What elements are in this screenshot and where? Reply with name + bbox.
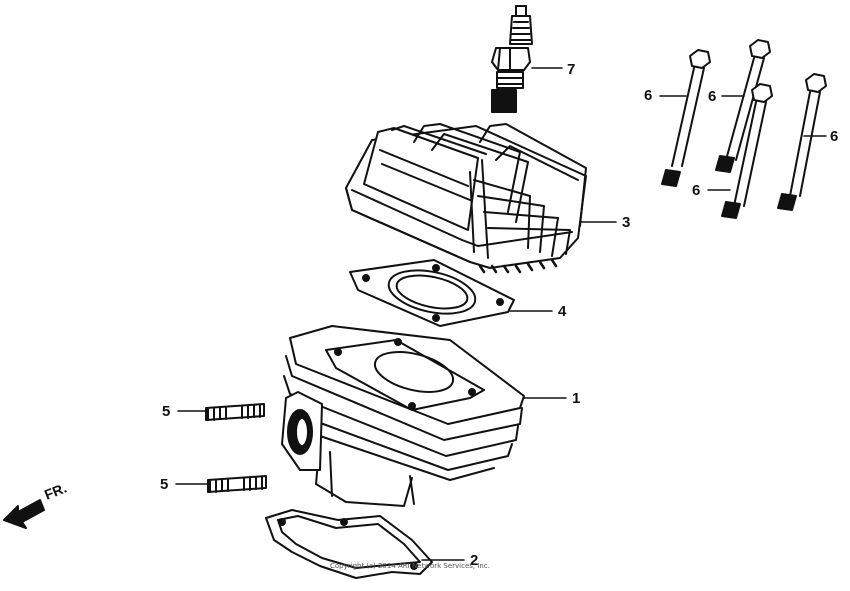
front-direction-arrow-icon [4,500,44,528]
copyright-text: Copyright (c) 2014 ARI Network Services,… [330,562,490,570]
callout-label: 6 [644,87,653,104]
cylinder-head[interactable] [346,124,586,272]
cylinder-base-gasket[interactable] [266,510,432,578]
callout-label: 3 [622,214,631,231]
callout-label: 2 [470,552,479,569]
head-bolt[interactable] [662,50,710,186]
head-bolt[interactable] [722,84,772,218]
cylinder[interactable] [282,326,524,506]
head-bolt[interactable] [716,40,770,172]
callout-label: 4 [558,303,567,320]
spark-plug[interactable] [492,6,532,112]
stud-bolt[interactable] [208,476,266,492]
cylinder-head-gasket[interactable] [350,260,514,326]
callout-label: 5 [160,476,169,493]
callout-label: 6 [692,182,701,199]
callout-label: 6 [708,88,717,105]
callout-label: 6 [830,128,839,145]
head-bolt[interactable] [778,74,826,210]
leader-lines [176,68,826,560]
callout-label: 7 [567,61,576,78]
callout-label: 1 [572,390,581,407]
stud-bolt[interactable] [206,404,264,420]
callout-label: 5 [162,403,171,420]
